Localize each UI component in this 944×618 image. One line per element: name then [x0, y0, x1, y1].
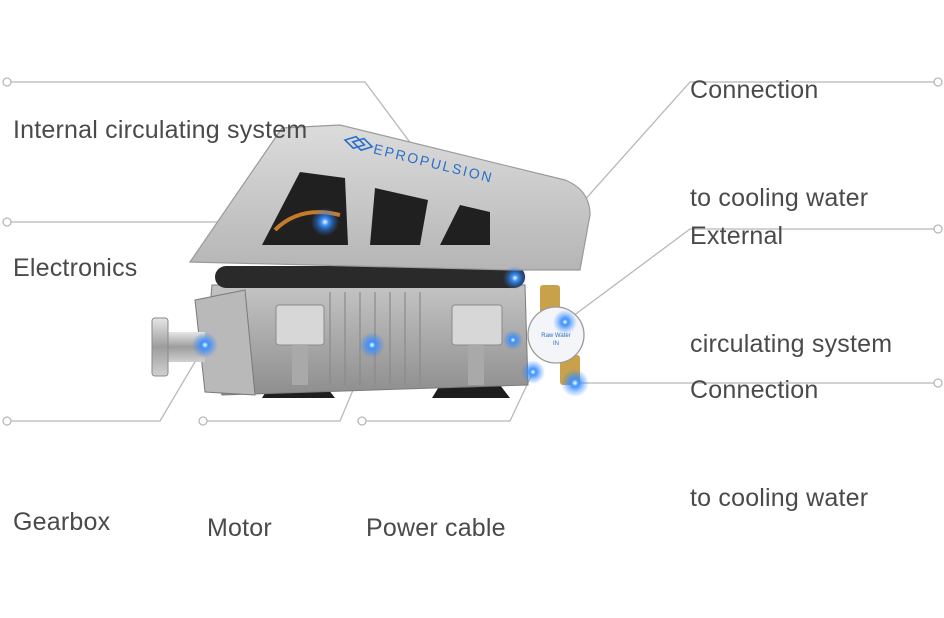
housing-window-2 [370, 188, 428, 245]
brand-logo-icon [343, 135, 374, 152]
leader-power-cable [362, 371, 534, 422]
hollow-circle-icon [357, 416, 367, 426]
mount-bracket-right [451, 304, 503, 346]
glowing-dot-icon [503, 266, 527, 290]
glowing-dot-icon [359, 332, 385, 358]
pump-label-line2: IN [553, 341, 559, 347]
leader-gearbox [7, 344, 206, 422]
glowing-dot-icon [503, 330, 523, 350]
glowing-dot-icon [192, 332, 218, 358]
hollow-circle-icon [2, 416, 12, 426]
hotspots [192, 208, 589, 397]
glowing-dot-icon [553, 310, 577, 334]
shaft-flange [151, 317, 169, 377]
hollow-circle-icon [2, 217, 12, 227]
label-external-circulating-system: External circulating system [690, 222, 893, 358]
hose [215, 266, 525, 288]
hollow-circle-icon [933, 224, 943, 234]
label-motor: Motor [207, 514, 272, 542]
engine-mount-right [432, 385, 510, 398]
hollow-circle-icon [933, 77, 943, 87]
housing-window-3 [440, 205, 490, 245]
label-connection-bottom: Connection to cooling water [690, 376, 869, 512]
engine-illustration: EPROPULSION Raw Water IN [2, 77, 943, 426]
diagram-stage: EPROPULSION Raw Water IN Internal circul… [2, 76, 943, 542]
glowing-dot-icon [311, 208, 339, 236]
pump-label-line1: Raw Water [541, 333, 570, 339]
hollow-circle-icon [198, 416, 208, 426]
label-gearbox: Gearbox [13, 508, 111, 536]
glowing-dot-icon [521, 360, 545, 384]
label-connection-top: Connection to cooling water [690, 76, 869, 212]
label-power-cable: Power cable [366, 514, 506, 542]
anchor-circles [2, 77, 943, 426]
hollow-circle-icon [2, 77, 12, 87]
label-electronics: Electronics [13, 254, 138, 282]
label-internal-circulating-system: Internal circulating system [13, 116, 308, 144]
mount-bracket-left [275, 304, 325, 346]
hollow-circle-icon [933, 378, 943, 388]
motor-ribs [329, 292, 421, 385]
leader-external [564, 228, 938, 323]
glowing-dot-icon [561, 369, 589, 397]
